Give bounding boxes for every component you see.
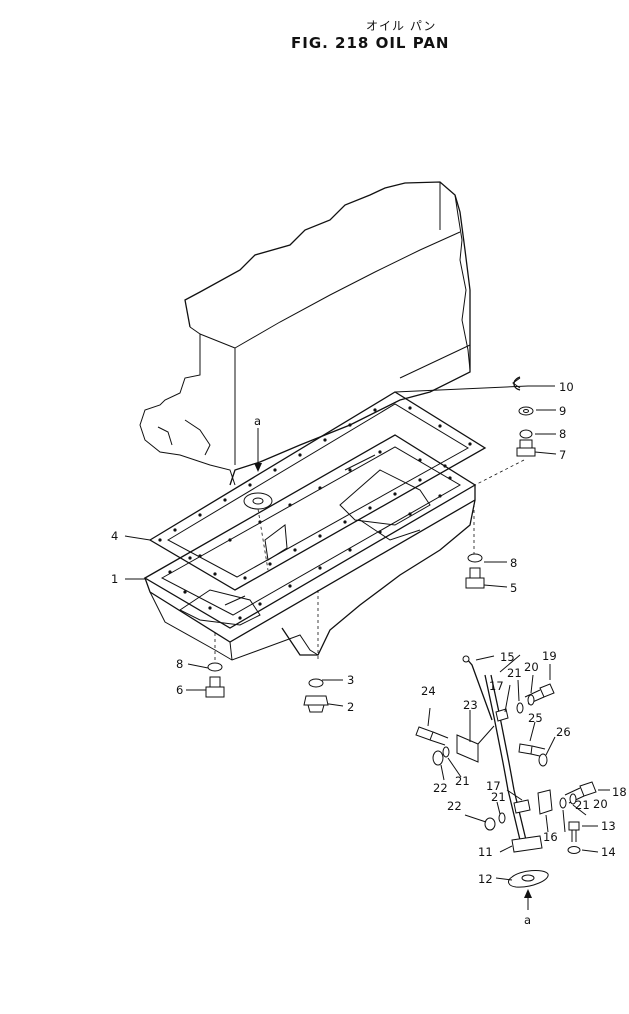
- callout-18: 18: [612, 785, 627, 799]
- callout-a-bottom: a: [524, 913, 531, 927]
- callout-15: 15: [500, 650, 515, 664]
- callout-8-left: 8: [176, 657, 183, 671]
- callout-21-d: 21: [575, 798, 590, 812]
- hardware: [205, 376, 536, 713]
- callout-21-b: 21: [455, 774, 470, 788]
- callout-22-b: 22: [447, 799, 462, 813]
- callout-19: 19: [542, 649, 557, 663]
- callout-9: 9: [559, 404, 566, 418]
- callout-17-lower: 17: [486, 779, 501, 793]
- engine-block: [139, 181, 471, 486]
- callout-24: 24: [421, 684, 436, 698]
- callout-2: 2: [347, 700, 354, 714]
- callout-23: 23: [463, 698, 478, 712]
- callout-14: 14: [601, 845, 616, 859]
- callout-17-upper: 17: [489, 679, 504, 693]
- callout-13: 13: [601, 819, 616, 833]
- callout-8-upper: 8: [559, 427, 566, 441]
- callout-21-a: 21: [507, 666, 522, 680]
- callout-labels: a 4 1 10 9 8 7 8 5 8 6 3 2 15 21 20 19 1…: [111, 380, 627, 927]
- callout-4: 4: [111, 529, 118, 543]
- callout-8-right: 8: [510, 556, 517, 570]
- callout-25: 25: [528, 711, 543, 725]
- callout-6: 6: [176, 683, 183, 697]
- strainer-flange: [243, 492, 288, 571]
- leader-lines: [124, 377, 557, 707]
- callout-20-a: 20: [524, 660, 539, 674]
- dipstick-assembly: [415, 654, 610, 910]
- callout-a-top: a: [254, 414, 261, 428]
- callout-11: 11: [478, 845, 493, 859]
- figure-title: FIG. 218 OIL PAN: [291, 34, 450, 52]
- callout-7: 7: [559, 448, 566, 462]
- callout-1: 1: [111, 572, 118, 586]
- callout-10: 10: [559, 380, 574, 394]
- callout-3: 3: [347, 673, 354, 687]
- callout-20-b: 20: [593, 797, 608, 811]
- callout-22-a: 22: [433, 781, 448, 795]
- callout-12: 12: [478, 872, 493, 886]
- figure-subtitle-japanese: オイル パン: [366, 19, 437, 33]
- callout-21-c: 21: [491, 790, 506, 804]
- callout-5: 5: [510, 581, 517, 595]
- gasket: [148, 391, 487, 591]
- callout-16: 16: [543, 830, 558, 844]
- callout-26: 26: [556, 725, 571, 739]
